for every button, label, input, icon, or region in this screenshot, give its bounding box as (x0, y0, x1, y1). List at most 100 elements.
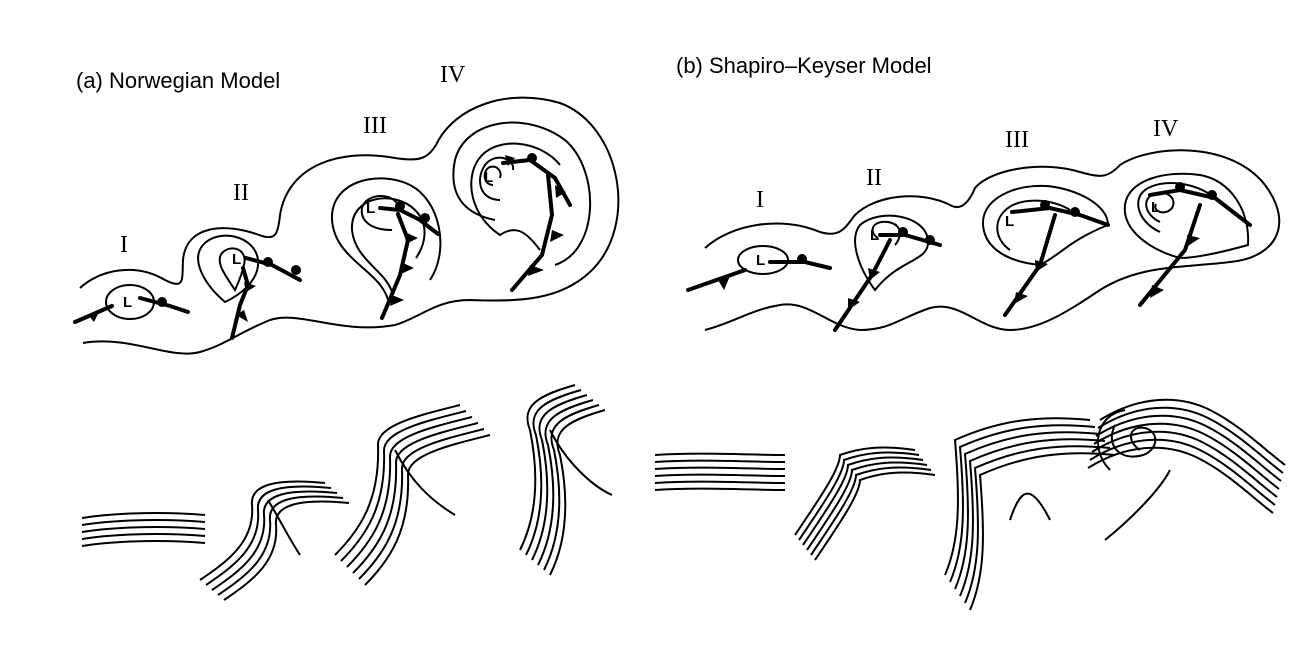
cold-front-triangle (244, 282, 256, 292)
cold-front-triangle (848, 298, 860, 310)
panel-b-stage-2-bundle-line (814, 471, 936, 561)
panel-b-stage-1-bundle-line (654, 487, 786, 491)
occluded-front-triangle (505, 155, 515, 166)
panel-b-stage-3-low-label: L (1005, 213, 1014, 230)
panel-b-fronts (686, 182, 1252, 332)
panel-b-envelope-isobar (704, 149, 1281, 332)
warm-front-semicircle (291, 265, 301, 275)
panel-b-stage-1-bundle-line (654, 452, 786, 456)
warm-front-semicircle (925, 235, 935, 245)
cold-front-triangle (718, 276, 730, 290)
panel-a-stage-1-bundle-line (81, 512, 206, 519)
panel-b-stage-1-bundle-line (654, 466, 786, 470)
panel-b-stage-1-low-label: L (756, 252, 765, 269)
panel-a-stage-4-isobar-mid (470, 142, 561, 251)
panel-a-stage-2-bundle-line (211, 490, 338, 591)
panel-a-stage-2-low-label: L (232, 251, 241, 268)
panel-b-stage-1-bundle-line (654, 459, 786, 463)
cold-front-triangle (401, 262, 414, 274)
panel-a-stage-1-label: I (120, 232, 128, 258)
panel-a-stage-4-bundle-line (549, 409, 606, 576)
panel-b-stage-2-bundle-line (806, 461, 928, 551)
panel-a-stage-3-isobar-mid (350, 197, 426, 293)
panel-b-stage-4-isobar-inner (1145, 191, 1175, 223)
panel-a-stage-3-bundle-line (352, 422, 479, 574)
cold-front-triangle (1014, 292, 1028, 304)
panel-a-stage-2-label: II (233, 180, 249, 206)
cold-front-triangle (390, 295, 404, 306)
warm-front-semicircle (1207, 190, 1217, 200)
cold-front-triangle (1150, 285, 1164, 298)
panel-b-stage-2-bundle-line (810, 466, 932, 556)
panel-b-stage-2-low-label: L (870, 227, 879, 244)
warm-front (1010, 205, 1110, 227)
panel-a-stage-3-bundle-line (358, 428, 485, 580)
warm-front-semicircle (263, 257, 273, 267)
panel-a-stage-4-isobar-core (483, 165, 502, 186)
panel-a-stage-2-bundle-line (205, 485, 332, 586)
panel-b-stage-1-label: I (756, 187, 764, 213)
cold-front-triangle (236, 310, 248, 322)
panel-a-stage-2-bundle-line (217, 495, 344, 596)
panel-b-stage-3-bundle-line (949, 424, 1096, 583)
panel-a-stage-2-tail (267, 499, 301, 556)
panel-b-stage-3-bundle-line (969, 452, 1116, 611)
cold-front (510, 173, 555, 292)
cold-front-triangle (88, 310, 100, 322)
panel-b-stage-2-label: II (866, 165, 882, 191)
cold-front-triangle (405, 232, 418, 244)
occluded-front-triangle (555, 185, 566, 198)
warm-front (378, 206, 440, 236)
panel-a-stage-3-tail (394, 449, 456, 516)
panel-b-stage-3-tail (1009, 492, 1051, 521)
cold-front (833, 238, 892, 332)
cold-front-triangle (868, 268, 880, 280)
panel-a-stage-4-label: IV (440, 62, 466, 88)
panel-a-stage-1-bundle-line (81, 540, 206, 547)
panel-a-stage-3-bundle-line (334, 404, 461, 556)
panel-b-stage-4-bundle-line (1097, 406, 1284, 474)
panel-a-stage-3-isobar-inner (360, 195, 399, 231)
panel-a-stage-2-isobar-outer (197, 234, 260, 304)
panel-b-stage-3-bundle-line (954, 431, 1101, 590)
warm-front-semicircle (1175, 182, 1185, 192)
panel-b-stage-4-bundle-line (1095, 414, 1282, 482)
warm-front-semicircle (797, 254, 807, 264)
panel-b-lows: L L L L (756, 199, 1160, 269)
panel-a-stage-4-bundle-line (531, 394, 588, 561)
panel-b-stage-3-label: III (1005, 127, 1029, 153)
panel-a-isobars (79, 96, 620, 355)
panel-a-stage-3-bundle-line (364, 434, 491, 586)
panel-b-stage-3-isobar-outer (981, 184, 1110, 267)
panel-a-stage-4-isobar-outer (452, 121, 591, 266)
warm-front-semicircle (898, 227, 908, 237)
panel-a-envelope-isobar (79, 96, 620, 355)
cold-front-triangle (528, 265, 544, 276)
panel-b-stage-4-bundle-line (1091, 430, 1278, 498)
warm-front-semicircle (395, 201, 405, 211)
cold-front (686, 268, 747, 292)
panel-b-stage-4-tail (1104, 469, 1171, 541)
warm-front-semicircle (1070, 207, 1080, 217)
panel-a-stage-3-low-label: L (366, 200, 375, 217)
panel-b-stage-2-isobar-inner (871, 220, 901, 246)
panel-b-stage-4-bundle-line (1093, 422, 1280, 490)
panel-a-stage-2-bundle-line (199, 480, 326, 581)
panel-b-stage-4-low-label: L (1151, 199, 1160, 216)
panel-a-stage-3-label: III (363, 113, 387, 139)
cold-front-triangle (550, 230, 564, 242)
panel-b-stage-4-bundle-line (1087, 446, 1274, 514)
panel-a-stage-3-bundle-line (340, 410, 467, 562)
panel-b-stage-2-bundle-line (802, 456, 924, 546)
cold-front (230, 266, 251, 340)
warm-front-semicircle (157, 297, 167, 307)
panel-b-stage-3-bundle-line (944, 417, 1091, 576)
panel-a-stage-4-bundle-line (537, 399, 594, 566)
panel-a-stage-4-low-label: L (484, 169, 493, 186)
panel-b-stage-4-label: IV (1153, 116, 1179, 142)
panel-b-title: (b) Shapiro–Keyser Model (676, 53, 932, 78)
cold-front-triangle (1187, 235, 1200, 246)
panel-a-stage-2-bundle-line (223, 500, 350, 601)
panel-a-stage-4-tail (549, 429, 613, 496)
